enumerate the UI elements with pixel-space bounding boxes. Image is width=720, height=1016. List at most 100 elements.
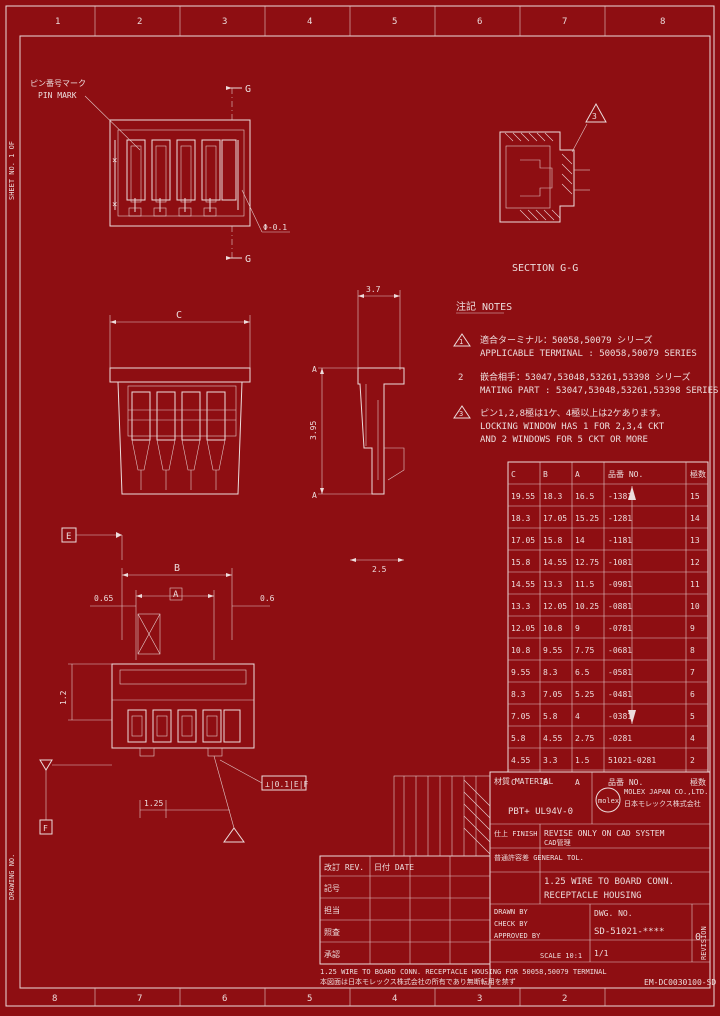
table-cell: C [511, 778, 516, 787]
side-view: 3.7 3.95 A A [309, 285, 405, 500]
table-cell: B [543, 778, 548, 787]
general-tol-label: 普通許容差 GENERAL TOL. [494, 853, 584, 862]
table-cell: 14 [575, 536, 585, 545]
table-cell: 9.55 [543, 646, 562, 655]
table-cell: 4.55 [511, 756, 530, 765]
c-dim-label: C [176, 310, 182, 321]
table-cell: 13.3 [511, 602, 530, 611]
table-cell: 14 [690, 514, 700, 523]
table-cell: 8.3 [511, 690, 526, 699]
drawing-id: EM-DC0030100-SD [644, 978, 716, 987]
a-dim-label: A [173, 590, 179, 600]
product-name-2: RECEPTACLE HOUSING [544, 891, 642, 901]
zone-top-2: 2 [137, 17, 142, 27]
note-3-en-1: LOCKING WINDOW HAS 1 FOR 2,3,4 CKT [480, 422, 665, 432]
revise-line-2: CAD管理 [544, 838, 571, 847]
zone-top-3: 3 [222, 17, 227, 27]
table-cell: 極数 [690, 777, 706, 787]
pin-mark-symbol: × [112, 156, 117, 166]
note-2-number: 2 [458, 373, 463, 383]
zone-top-8: 8 [660, 17, 665, 27]
b-dim-label: B [174, 563, 180, 574]
rev-row-1: 記号 [324, 883, 340, 893]
table-cell: 1.5 [575, 756, 590, 765]
zone-top-5: 5 [392, 17, 397, 27]
zone-top-6: 6 [477, 17, 482, 27]
table-cell: 15.8 [543, 536, 562, 545]
pitch-dim-label: 1.25 [144, 799, 163, 808]
diameter-callout: Φ-0.1 [263, 223, 287, 232]
rev-col-head-2: 日付 DATE [374, 862, 414, 872]
zone-bottom-1: 8 [52, 994, 57, 1004]
table-cell: -0581 [608, 668, 632, 677]
table-cell: 10.25 [575, 602, 599, 611]
zone-bottom-4: 5 [307, 994, 312, 1004]
company-logo [595, 787, 621, 813]
table-cell: 8.3 [543, 668, 558, 677]
table-cell: 2.75 [575, 734, 594, 743]
product-name-1: 1.25 WIRE TO BOARD CONN. [544, 877, 674, 887]
note-2-en: MATING PART : 53047,53048,53261,53398 SE… [480, 386, 718, 396]
side-mark-b: A [312, 491, 317, 500]
table-cell: -1381 [608, 492, 632, 501]
table-cell: -0481 [608, 690, 632, 699]
table-cell: 14.55 [511, 580, 535, 589]
pin-mark-label-jp: ピン番号マーク [30, 78, 86, 88]
table-cell: 2 [690, 756, 695, 765]
rev-col-head-1: 改訂 REV. [324, 862, 364, 872]
table-cell: -1181 [608, 536, 632, 545]
bottom-note-1: 1.25 WIRE TO BOARD CONN. RECEPTACLE HOUS… [320, 968, 607, 976]
approved-by-label: APPROVED BY [494, 932, 541, 940]
notes-title: 注記 NOTES [456, 300, 512, 313]
table-cell: 品番 NO. [608, 777, 643, 787]
table-cell: 6 [690, 690, 695, 699]
datum-e-label: E [66, 532, 71, 542]
company-brand: molex [598, 797, 619, 805]
table-cell: 品番 NO. [608, 469, 643, 479]
left-strip-text-1: SHEET NO. 1 OF [8, 141, 16, 200]
table-cell: -0781 [608, 624, 632, 633]
zone-bottom-2: 7 [137, 994, 142, 1004]
dim-1-2-label: 1.2 [59, 690, 68, 705]
table-cell: 10.8 [543, 624, 562, 633]
zone-top-4: 4 [307, 17, 312, 27]
table-cell: 17.05 [511, 536, 535, 545]
note-2-jp: 嵌合相手：53047,53048,53261,53398 シリーズ [480, 371, 691, 383]
sheet-value: 1/1 [594, 949, 609, 958]
pin-mark-symbol-2: × [112, 200, 117, 210]
table-cell: 12.05 [511, 624, 535, 633]
g-label-top: G [245, 84, 251, 95]
title-block: 材質 MATERIAL PBT+ UL94V-0 molex MOLEX JAP… [489, 771, 716, 989]
table-cell: 5 [690, 712, 695, 721]
table-cell: 9 [690, 624, 695, 633]
table-cell: 19.55 [511, 492, 535, 501]
revise-line-1: REVISE ONLY ON CAD SYSTEM [544, 829, 665, 838]
top-view: × × G G ピン番号マーク PIN MARK Φ-0.1 [30, 78, 290, 265]
bottom-cavities [127, 709, 241, 743]
material-value: PBT+ UL94V-0 [508, 807, 573, 817]
dwg-no-value: SD-51021-**** [594, 927, 664, 937]
table-cell: 12.75 [575, 558, 599, 567]
table-cell: A [575, 778, 580, 787]
table-cell: 10.8 [511, 646, 530, 655]
table-cell: 17.05 [543, 514, 567, 523]
zone-bottom-6: 3 [477, 994, 482, 1004]
section-g-g: 3 SECTION G-G [499, 102, 607, 274]
table-cell: A [575, 470, 580, 479]
table-cell: 51021-0281 [608, 756, 656, 765]
dwg-no-label: DWG. NO. [594, 909, 633, 918]
dim-3-95-label: 3.95 [309, 421, 318, 440]
table-cell: 8 [690, 646, 695, 655]
dim-2-5-label: 2.5 [372, 565, 387, 574]
g-label-bottom: G [245, 254, 251, 265]
front-view-body [117, 381, 243, 495]
table-cell: 11 [690, 580, 700, 589]
check-by-label: CHECK BY [494, 920, 529, 928]
side-mark-a: A [312, 365, 317, 374]
rev-row-4: 承認 [324, 949, 340, 959]
table-cell: 11.5 [575, 580, 594, 589]
table-cell: 4 [575, 712, 580, 721]
table-cell: 7 [690, 668, 695, 677]
table-cell: 18.3 [543, 492, 562, 501]
